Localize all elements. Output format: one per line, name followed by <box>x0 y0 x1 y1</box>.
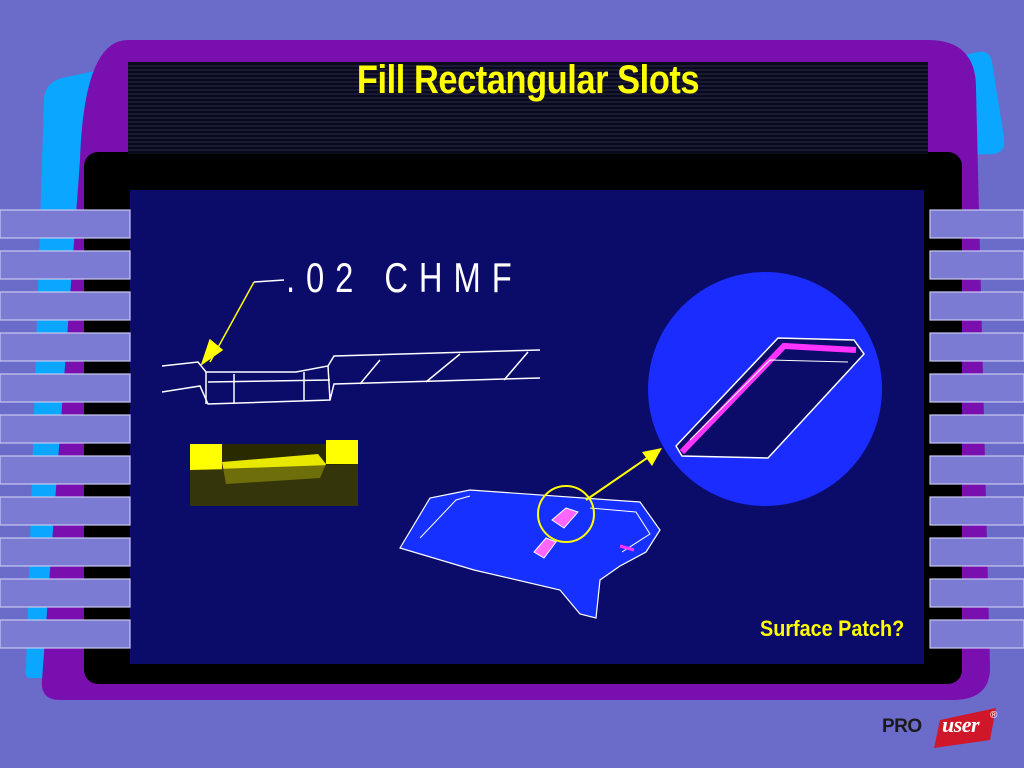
surface-patch-callout: Surface Patch? <box>759 616 904 641</box>
blue-part-model <box>399 489 661 619</box>
logo-graphic <box>934 708 996 748</box>
yellow-section-icon <box>190 440 358 506</box>
highlight-circle <box>537 485 595 543</box>
logo-suffix: user <box>942 712 980 737</box>
title-band-scanlines <box>128 65 928 151</box>
chamfer-dimension-label: .02 CHMF <box>286 254 523 301</box>
slide-title: Fill Rectangular Slots <box>356 58 700 102</box>
prouser-logo: PRO user ® <box>880 706 1006 752</box>
arrow-to-zoom <box>585 448 662 501</box>
title-band <box>128 62 928 154</box>
zoomed-slot-detail <box>648 272 882 506</box>
side-tabs-left <box>0 209 131 649</box>
chamfer-sketch-icon <box>161 279 541 405</box>
side-tabs-right <box>929 209 1024 649</box>
logo-registered-mark: ® <box>990 710 998 721</box>
logo-prefix: PRO <box>882 716 922 737</box>
